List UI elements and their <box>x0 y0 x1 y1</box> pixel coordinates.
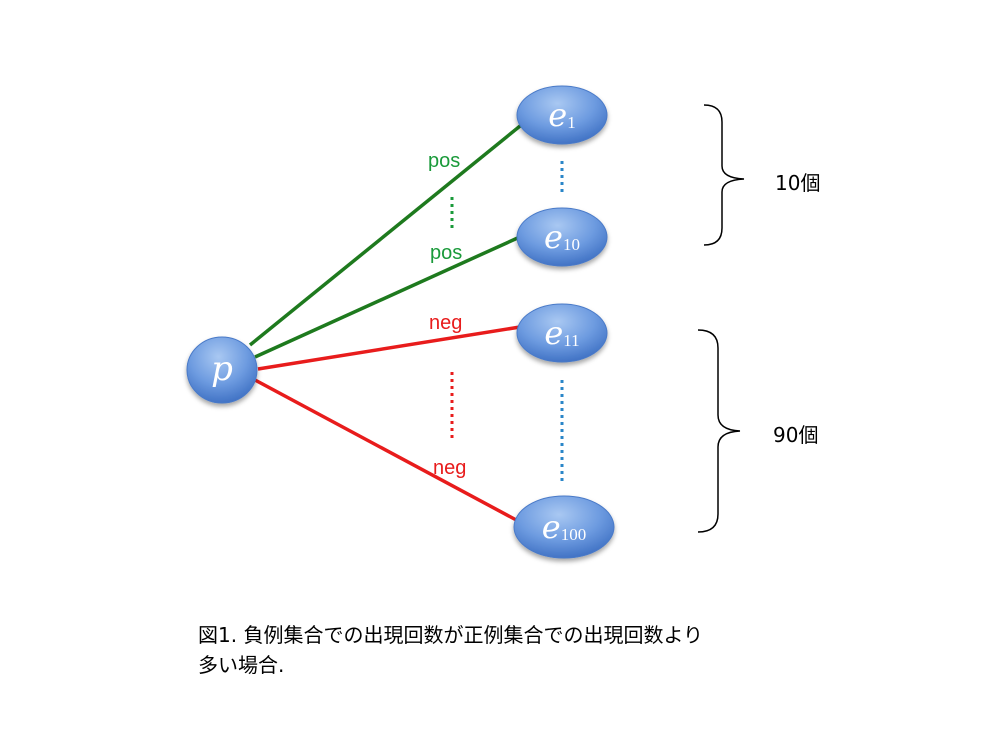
node-e1-sub: 1 <box>567 113 576 132</box>
edge-p-e100 <box>254 378 521 524</box>
caption-line-1: 図1. 負例集合での出現回数が正例集合での出現回数より <box>198 623 704 647</box>
node-e100-label: e <box>542 508 561 546</box>
count-label-bottom: 90個 <box>773 423 818 447</box>
edge-label-neg-top: neg <box>429 312 462 334</box>
node-e10-label: e <box>544 218 563 256</box>
count-label-top: 10個 <box>775 171 820 195</box>
node-e11-sub: 11 <box>563 331 579 350</box>
svg-text:e11: e11 <box>544 314 579 352</box>
node-e100-sub: 100 <box>561 525 587 544</box>
node-p-label: p <box>211 349 233 389</box>
node-e1: e1 <box>516 85 608 145</box>
node-e100: e100 <box>513 495 615 559</box>
brace-bottom <box>697 329 741 533</box>
edge-label-pos-top: pos <box>428 150 460 172</box>
node-e11: e11 <box>516 303 608 363</box>
svg-text:e10: e10 <box>544 218 580 256</box>
figure-caption: 図1. 負例集合での出現回数が正例集合での出現回数より 多い場合. <box>198 620 858 680</box>
edge-p-e1 <box>248 120 527 347</box>
edge-p-e10 <box>254 234 523 359</box>
edge-label-neg-bottom: neg <box>433 457 466 479</box>
node-p: p <box>186 336 258 404</box>
node-e10: e10 <box>516 207 608 267</box>
node-e10-sub: 10 <box>563 235 580 254</box>
caption-line-2: 多い場合. <box>198 653 285 677</box>
node-e1-label: e <box>548 96 567 134</box>
edge-label-pos-bottom: pos <box>430 242 462 264</box>
svg-text:e100: e100 <box>542 508 586 546</box>
node-e11-label: e <box>544 314 563 352</box>
svg-text:e1: e1 <box>548 96 575 134</box>
edge-p-e11 <box>257 325 521 371</box>
brace-top <box>703 104 745 246</box>
